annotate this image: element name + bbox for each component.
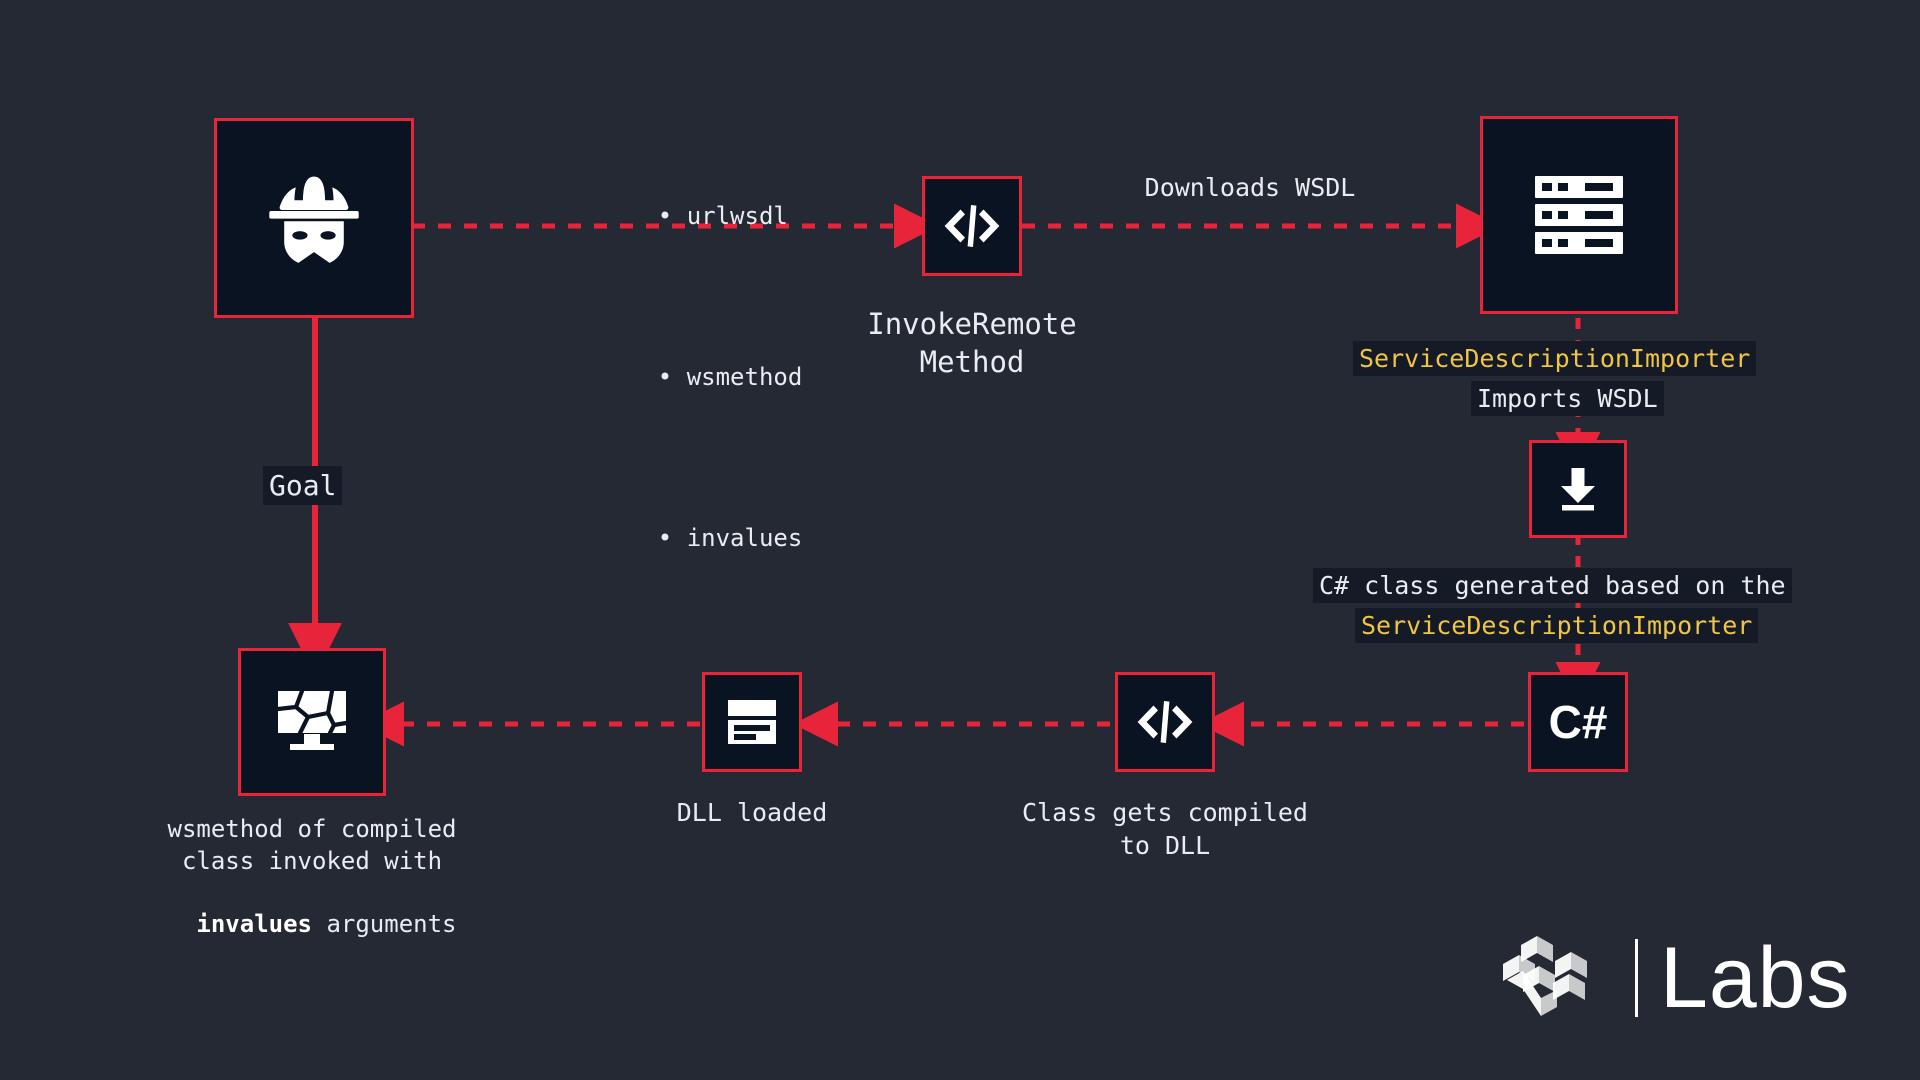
node-web-server[interactable] [1480, 116, 1678, 314]
caption-victim-invalues: invalues [196, 910, 312, 939]
code-brackets-icon [1136, 698, 1194, 746]
label-downloads-wsdl: Downloads WSDL [1144, 173, 1356, 202]
bullet-dot: • [657, 202, 687, 231]
brand-logo: Labs [1497, 930, 1851, 1026]
parameter-item-2: • invalues [657, 524, 803, 553]
caption-invoke-remote-method: InvokeRemote Method [867, 307, 1077, 379]
node-csharp-class[interactable]: C# [1528, 672, 1628, 772]
brand-divider [1635, 939, 1638, 1017]
caption-compiler: Class gets compiled to DLL [1022, 798, 1308, 860]
node-invoke-remote-method[interactable] [922, 176, 1022, 276]
label-imports-wsdl: Imports WSDL [1471, 381, 1664, 417]
node-victim-host[interactable] [238, 648, 386, 796]
node-attacker[interactable] [214, 118, 414, 318]
bullet-dot: • [657, 524, 687, 553]
label-service-description-importer-1: ServiceDescriptionImporter [1353, 341, 1757, 377]
incognito-spy-icon [260, 170, 368, 266]
window-panel-icon [726, 698, 778, 746]
parameter-list: • urlwsdl • wsmethod • invalues [600, 104, 803, 619]
code-brackets-icon [943, 202, 1001, 250]
label-service-description-importer-2: ServiceDescriptionImporter [1355, 608, 1759, 644]
csharp-label: C# [1548, 696, 1608, 748]
node-download[interactable] [1529, 440, 1627, 538]
bullet-dot: • [657, 363, 687, 392]
isometric-cube-logo [1497, 930, 1613, 1026]
label-goal: Goal [263, 466, 343, 505]
node-compiler[interactable] [1115, 672, 1215, 772]
caption-victim-line2: class invoked with [181, 847, 443, 875]
download-arrow-icon [1553, 464, 1603, 514]
parameter-item-0: • urlwsdl [657, 202, 788, 231]
label-csharp-generated-line1: C# class generated based on the [1313, 568, 1792, 604]
broken-monitor-icon [274, 687, 350, 757]
brand-word: Labs [1660, 930, 1851, 1026]
parameter-item-1: • wsmethod [657, 363, 803, 392]
caption-victim-line3: invalues arguments [162, 878, 462, 940]
server-rack-icon [1533, 174, 1625, 256]
caption-victim-arguments: arguments [312, 910, 457, 939]
caption-victim-line1: wsmethod of compiled [167, 815, 457, 843]
caption-dll-loaded: DLL loaded [676, 798, 828, 827]
node-dll-loaded[interactable] [702, 672, 802, 772]
